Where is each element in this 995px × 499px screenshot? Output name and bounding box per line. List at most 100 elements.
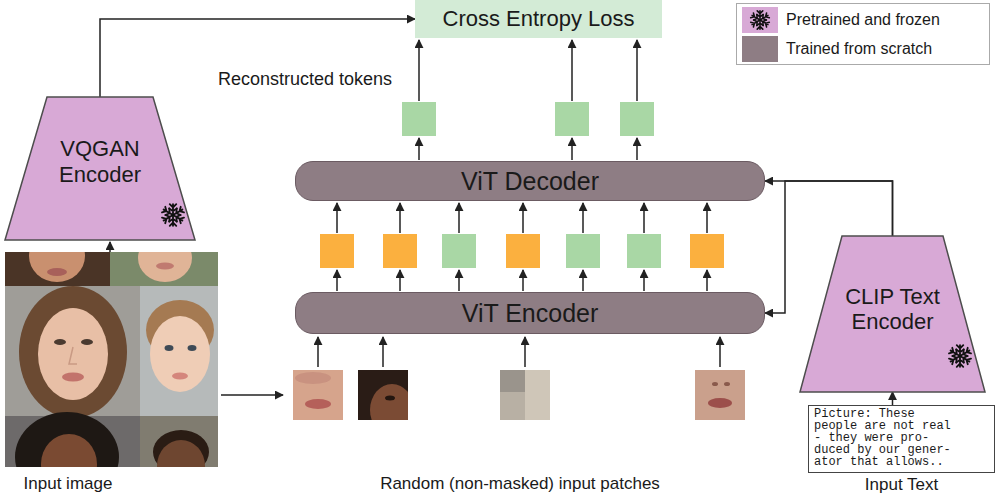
legend-text: Trained from scratch — [786, 36, 932, 62]
flow-arrow — [399, 203, 401, 233]
image-patch — [708, 398, 732, 408]
image-patch — [293, 370, 343, 420]
input-image — [140, 286, 218, 416]
legend-text: Pretrained and frozen — [786, 7, 940, 33]
flow-arrow — [336, 270, 338, 291]
flow-arrow — [706, 270, 708, 291]
flow-arrow — [582, 203, 584, 233]
token-square — [320, 234, 354, 268]
decoder-box: ViT Decoder — [295, 161, 765, 201]
input-image — [19, 286, 127, 418]
input-image — [172, 373, 188, 380]
annotation-label: Reconstructed tokens — [218, 69, 392, 90]
flow-arrow — [636, 138, 638, 160]
image-patch — [370, 384, 408, 420]
flow-arrow — [522, 203, 524, 233]
flow-arrow — [571, 40, 573, 101]
flow-arrow — [643, 270, 645, 291]
legend-swatch — [742, 36, 778, 62]
image-patch — [295, 372, 331, 384]
image-patch — [695, 370, 745, 420]
frozen-icon — [162, 204, 185, 226]
node-label: ViT Encoder — [462, 299, 599, 328]
image-patch — [305, 399, 331, 409]
annotation-label: Random (non-masked) input patches — [380, 474, 660, 494]
token-square — [690, 234, 724, 268]
flow-arrow — [418, 40, 420, 101]
reconstructed-token — [620, 102, 654, 136]
flow-arrow — [643, 203, 645, 233]
trapezoid-outline — [800, 236, 985, 392]
flow-arrow — [582, 270, 584, 291]
input-text-box: Picture: These people are not real - the… — [808, 405, 995, 473]
image-patch — [293, 370, 343, 420]
input-image — [81, 339, 93, 345]
flow-arrow — [571, 138, 573, 160]
image-patch — [500, 370, 550, 420]
flow-arrow — [399, 270, 401, 291]
flow-arrow — [522, 270, 524, 291]
legend-swatch — [742, 7, 778, 33]
input-image — [38, 308, 108, 400]
encoder-trapezoid: VQGAN Encoder — [5, 97, 195, 240]
connector-arrow — [100, 19, 415, 97]
input-image — [62, 373, 84, 382]
input-image — [138, 252, 192, 282]
node-label: Cross Entropy Loss — [443, 6, 635, 31]
image-patch — [500, 370, 525, 420]
token-square — [320, 234, 724, 268]
input-image — [165, 345, 174, 351]
reconstructed-token — [402, 102, 654, 136]
image-patch — [500, 370, 525, 392]
flow-arrow — [336, 203, 338, 233]
image-patch — [500, 370, 550, 420]
text-encoder-trapezoid: CLIP Text Encoder — [800, 236, 985, 392]
token-square — [566, 234, 600, 268]
node-label: Picture: These people are not real - the… — [814, 408, 954, 468]
input-image — [41, 434, 97, 467]
input-image — [157, 440, 205, 467]
input-image — [47, 268, 67, 276]
image-patch — [293, 370, 343, 420]
connector-arrow — [765, 181, 893, 236]
frozen-icon — [742, 7, 778, 33]
frozen-icon — [949, 345, 972, 367]
input-image — [5, 230, 218, 499]
image-patch — [385, 396, 395, 401]
flow-arrow — [221, 394, 283, 396]
trapezoid-outline — [5, 97, 195, 240]
image-patch — [712, 382, 718, 386]
node-caption: Input Text — [809, 475, 994, 495]
flow-arrow — [719, 337, 721, 367]
input-image — [150, 316, 210, 392]
flow-arrow — [458, 203, 460, 233]
token-square — [383, 234, 417, 268]
encoder-box: ViT Encoder — [295, 292, 765, 334]
reconstructed-token — [555, 102, 589, 136]
input-image — [54, 339, 66, 345]
node-label: CLIP Text Encoder — [837, 284, 949, 335]
annotation-label: Input image — [24, 474, 113, 494]
input-image — [29, 252, 85, 282]
flow-arrow — [317, 337, 319, 367]
flow-arrow — [706, 203, 708, 233]
flow-arrow — [110, 40, 720, 395]
input-image — [69, 347, 77, 364]
input-image — [156, 263, 174, 270]
reconstructed-token — [402, 102, 436, 136]
input-image — [15, 412, 119, 467]
flow-arrow — [382, 337, 384, 367]
flow-arrow — [458, 270, 460, 291]
flow-arrow — [524, 337, 526, 367]
loss-box: Cross Entropy Loss — [415, 0, 662, 38]
image-patch — [724, 382, 730, 386]
connector-arrow — [892, 392, 894, 405]
image-patch — [500, 370, 550, 420]
token-square — [627, 234, 661, 268]
token-square — [506, 234, 540, 268]
frozen-icon — [750, 11, 769, 29]
image-patch — [358, 370, 408, 420]
token-square — [442, 234, 476, 268]
flow-arrow — [109, 242, 111, 252]
